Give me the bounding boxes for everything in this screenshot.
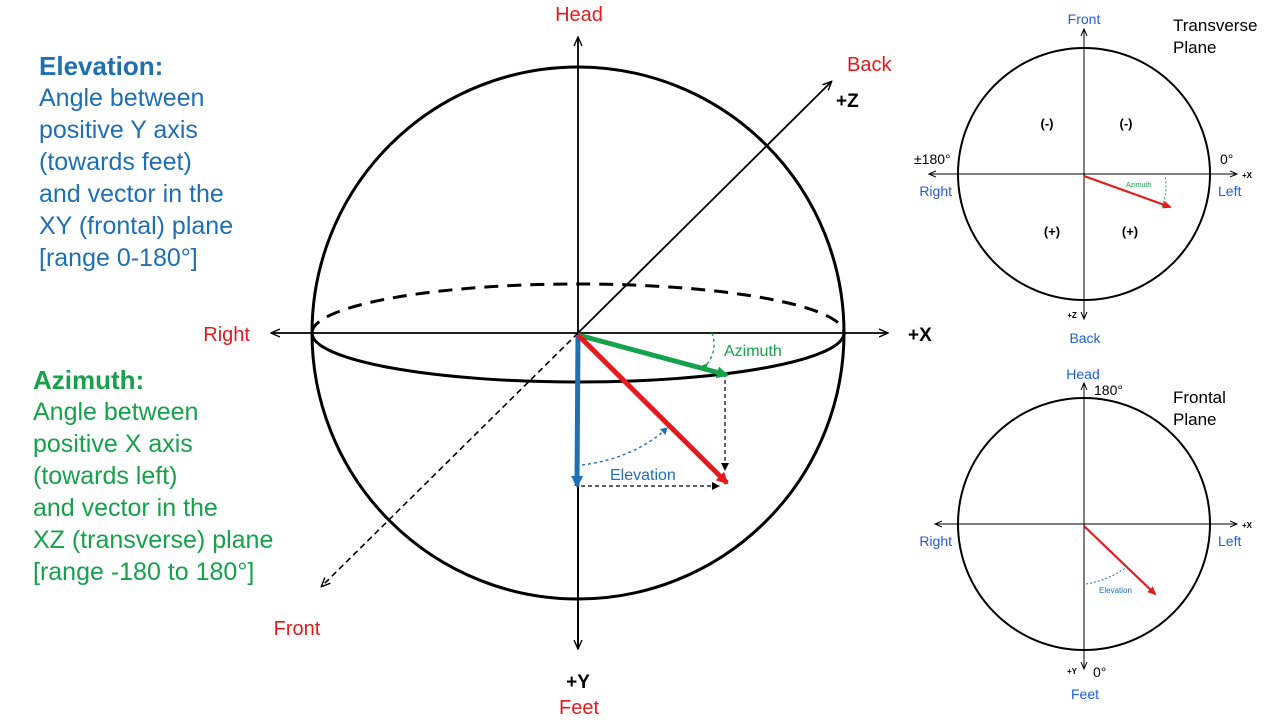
transverse-quadrant-top-left: (-) — [1041, 116, 1054, 131]
z-axis — [577, 82, 831, 334]
transverse-plus-z-label: +Z — [1067, 311, 1077, 320]
azimuth-label: Azimuth — [724, 343, 782, 360]
plus-x-label: +X — [908, 325, 932, 346]
plus-y-label: +Y — [566, 672, 590, 693]
frontal-title-line2: Plane — [1173, 410, 1216, 429]
head-label: Head — [555, 4, 603, 26]
red-vector — [576, 333, 729, 485]
right-label: Right — [203, 324, 250, 346]
transverse-plus-x-label: +X — [1242, 171, 1253, 180]
azimuth-definition-line: XZ (transverse) plane — [33, 526, 274, 554]
elevation-definition-line: (towards feet) — [39, 148, 192, 176]
back-label: Back — [847, 54, 892, 76]
frontal-title-line1: Frontal — [1173, 388, 1226, 407]
transverse-quadrant-top-right: (-) — [1120, 116, 1133, 131]
elevation-definition: Elevation: Angle between positive Y axis… — [39, 50, 233, 274]
transverse-quadrant-bottom-left: (+) — [1044, 224, 1060, 239]
azimuth-definition-line: (towards left) — [33, 462, 178, 490]
transverse-red-vector — [1083, 174, 1172, 209]
transverse-plane-diagram: Transverse Plane Front Back +Z Right Lef… — [914, 11, 1257, 346]
blue-y-vector — [571, 334, 584, 488]
azimuth-definition-line: and vector in the — [33, 494, 218, 522]
plus-z-label: +Z — [836, 91, 859, 112]
elevation-definition-line: Angle between — [39, 84, 205, 112]
feet-label: Feet — [559, 697, 599, 719]
transverse-azimuth-label: Azimuth — [1126, 182, 1151, 189]
sphere-diagram: Head Feet +Y Right +X Back +Z Front Azim… — [203, 4, 932, 719]
transverse-angle-0: 0° — [1220, 151, 1233, 167]
transverse-front-label: Front — [1068, 11, 1101, 27]
elevation-label: Elevation — [610, 467, 676, 484]
elevation-arc — [581, 427, 668, 466]
front-axis-dashed — [322, 332, 579, 586]
transverse-title-line1: Transverse — [1173, 16, 1257, 35]
transverse-title-line2: Plane — [1173, 38, 1216, 57]
elevation-definition-line: [range 0-180°] — [39, 244, 198, 272]
transverse-angle-180: ±180° — [914, 151, 951, 167]
azimuth-arc — [700, 332, 715, 372]
frontal-plus-x-label: +X — [1242, 521, 1253, 530]
transverse-left-label: Left — [1218, 183, 1241, 199]
front-label: Front — [274, 618, 321, 640]
frontal-plus-y-label: +Y — [1067, 667, 1078, 676]
frontal-plane-diagram: Frontal Plane Head 180° Feet +Y 0° Right… — [919, 366, 1252, 702]
elevation-definition-title: Elevation: — [39, 51, 164, 81]
azimuth-definition-line: Angle between — [33, 398, 199, 426]
frontal-left-label: Left — [1218, 533, 1241, 549]
azimuth-definition-line: positive X axis — [33, 430, 193, 458]
transverse-back-label: Back — [1069, 330, 1101, 346]
frontal-angle-0: 0° — [1093, 664, 1106, 680]
transverse-azimuth-arc — [1161, 175, 1167, 208]
transverse-right-label: Right — [919, 183, 952, 199]
frontal-red-vector — [1083, 525, 1157, 596]
frontal-feet-label: Feet — [1071, 686, 1099, 702]
frontal-right-label: Right — [919, 533, 952, 549]
azimuth-definition-line: [range -180 to 180°] — [33, 558, 255, 586]
azimuth-definition-title: Azimuth: — [33, 365, 145, 395]
azimuth-definition: Azimuth: Angle between positive X axis (… — [33, 364, 273, 588]
elevation-definition-line: XY (frontal) plane — [39, 212, 234, 240]
elevation-definition-line: and vector in the — [39, 180, 224, 208]
transverse-quadrant-bottom-right: (+) — [1122, 224, 1138, 239]
frontal-elevation-label: Elevation — [1099, 586, 1132, 595]
frontal-angle-180: 180° — [1094, 382, 1123, 398]
frontal-head-label: Head — [1066, 366, 1099, 382]
frontal-elevation-arc — [1085, 565, 1129, 585]
elevation-definition-line: positive Y axis — [39, 116, 198, 144]
